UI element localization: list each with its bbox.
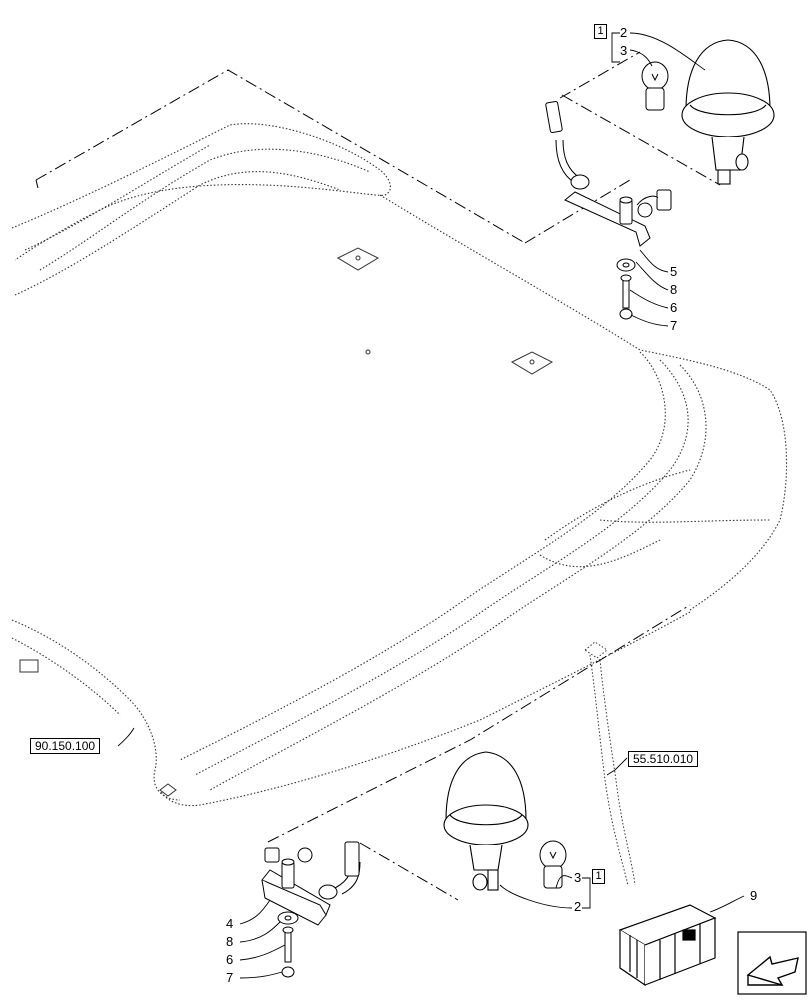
top-bracket xyxy=(545,101,672,247)
mount-envelopes xyxy=(35,51,721,901)
reference-right[interactable]: 55.510.010 xyxy=(628,751,699,767)
callout-5-top[interactable]: 5 xyxy=(670,264,678,279)
callout-7-top[interactable]: 7 xyxy=(670,318,678,333)
group-ref-bottom[interactable]: 1 xyxy=(592,869,605,884)
bottom-bulb xyxy=(539,840,567,889)
bottom-bracket xyxy=(261,841,361,926)
cab-roof-outline xyxy=(11,123,788,807)
group-ref-top[interactable]: 1 xyxy=(594,24,607,39)
kit-crate xyxy=(618,904,717,987)
callout-2-top[interactable]: 2 xyxy=(620,25,628,40)
callout-8-top[interactable]: 8 xyxy=(670,282,678,297)
callout-9-kit[interactable]: 9 xyxy=(750,888,758,903)
bottom-beacon xyxy=(443,751,529,891)
top-beacon xyxy=(681,39,775,185)
reference-left[interactable]: 90.150.100 xyxy=(30,738,101,754)
callout-6-top[interactable]: 6 xyxy=(670,300,678,315)
roof-mounts xyxy=(19,247,554,797)
top-bulb xyxy=(641,61,669,111)
beacon-cable xyxy=(584,641,636,886)
arrow-direction-icon[interactable] xyxy=(737,931,807,995)
bottom-fasteners xyxy=(277,911,299,978)
callout-6-bottom[interactable]: 6 xyxy=(226,952,234,967)
leader-lines xyxy=(117,32,745,979)
callout-2-bottom[interactable]: 2 xyxy=(574,899,582,914)
callout-3-top[interactable]: 3 xyxy=(620,43,628,58)
top-fasteners xyxy=(616,258,636,320)
callout-3-bottom[interactable]: 3 xyxy=(574,870,582,885)
callout-7-bottom[interactable]: 7 xyxy=(226,970,234,985)
callout-8-bottom[interactable]: 8 xyxy=(226,934,234,949)
callout-4-bottom[interactable]: 4 xyxy=(226,916,234,931)
